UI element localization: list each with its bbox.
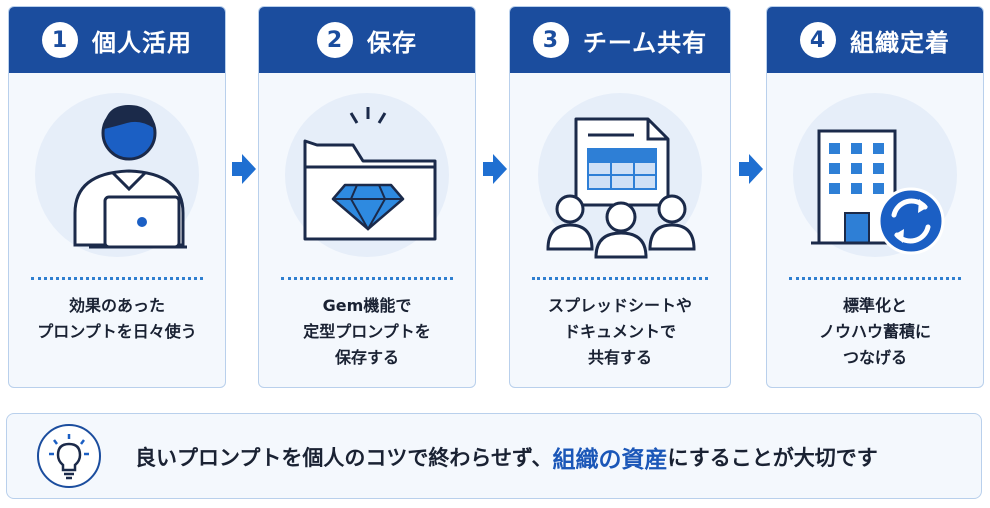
divider [532,277,708,280]
person-laptop-icon [9,85,225,265]
step-number: 2 [317,22,353,58]
step-title: 組織定着 [850,28,950,57]
step-card-2: 2 保存 Gem機能で 定型プロンプトを 保存する [258,6,476,388]
step-description: 効果のあった プロンプトを日々使う [37,296,197,341]
step-card-3: 3 チーム共有 スプレッドシートや ドキュメントで 共有する [509,6,731,388]
gem-folder-icon [259,85,475,265]
arrow-right-icon [232,154,256,184]
building-cycle-icon [767,85,983,265]
step-title: 保存 [367,28,417,57]
team-document-icon [510,85,730,265]
step-description: スプレッドシートや ドキュメントで 共有する [547,296,692,367]
step-card-1: 1 個人活用 効果のあった プロンプトを日々使う [8,6,226,388]
step-title: 個人活用 [92,28,192,57]
highlight-text: 組織の資産 [552,447,668,473]
step-title: チーム共有 [582,28,708,57]
step-number: 1 [42,22,78,58]
lightbulb-icon [37,424,101,488]
step-header: 2 保存 [259,7,475,73]
step-header: 4 組織定着 [767,7,983,73]
summary-banner: 良いプロンプトを個人のコツで終わらせず、 組織の資産 にすることが大切です [6,413,982,499]
step-number: 3 [532,22,569,58]
divider [789,277,961,280]
step-header: 1 個人活用 [9,7,225,73]
arrow-right-icon [739,154,763,184]
step-description: Gem機能で 定型プロンプトを 保存する [303,296,431,367]
step-number: 4 [800,22,836,58]
divider [31,277,203,280]
step-header: 3 チーム共有 [510,7,730,73]
summary-text: 良いプロンプトを個人のコツで終わらせず、 組織の資産 にすることが大切です [135,414,878,500]
step-card-4: 4 組織定着 標準化と ノウハウ蓄積に つなげる [766,6,984,388]
divider [281,277,453,280]
arrow-right-icon [483,154,507,184]
step-description: 標準化と ノウハウ蓄積に つなげる [818,296,931,367]
